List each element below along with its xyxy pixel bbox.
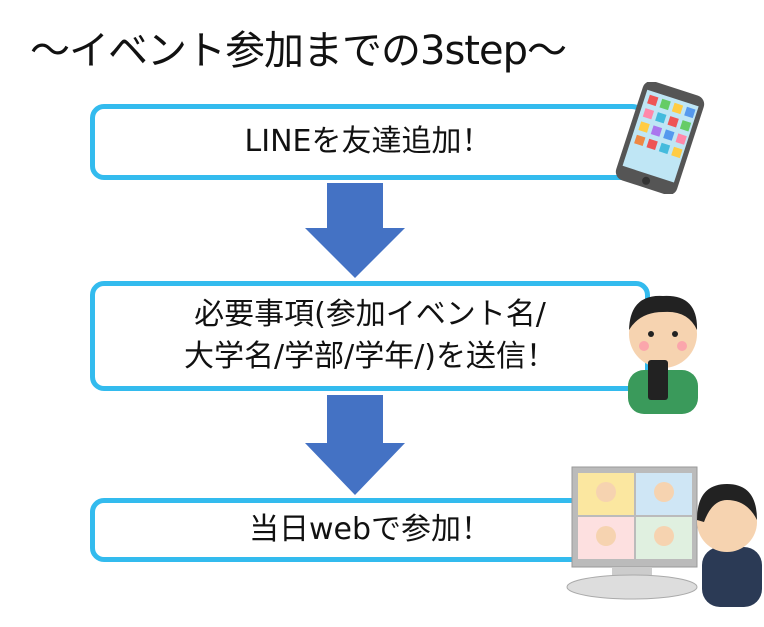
step-3-text: 当日webで参加！	[248, 512, 492, 547]
step-2-text-line2: 大学名/学部/学年/)を送信！	[183, 339, 557, 374]
step-1-box: LINEを友達追加！	[90, 104, 646, 180]
web-meeting-illustration	[566, 466, 762, 607]
step-2-box: 必要事項(参加イベント名/ 大学名/学部/学年/)を送信！	[90, 281, 650, 391]
person-with-phone-illustration	[628, 295, 698, 414]
down-arrow-2	[305, 395, 405, 495]
down-arrow-1	[305, 183, 405, 278]
step-1-text: LINEを友達追加！	[244, 124, 492, 159]
step-2-text-line1: 必要事項(参加イベント名/	[194, 297, 546, 332]
step-3-box: 当日webで参加！	[90, 498, 650, 562]
smartphone-illustration	[615, 82, 705, 194]
page-title: ～イベント参加までの3step～	[30, 28, 567, 74]
